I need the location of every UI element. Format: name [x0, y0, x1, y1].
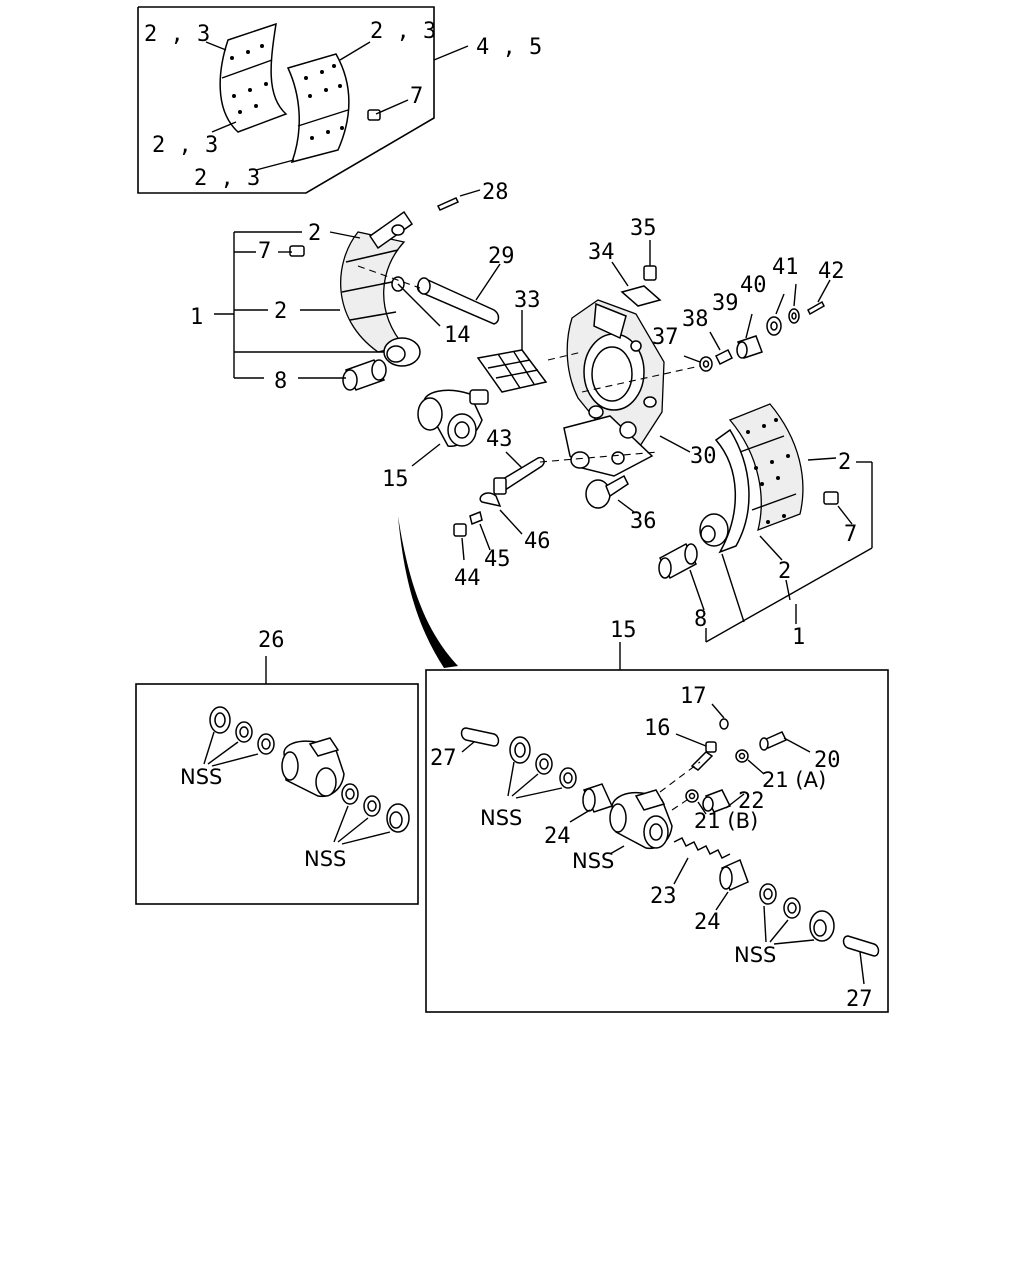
label-shoe-upper-7: 7: [258, 239, 271, 264]
label-spring-14: 14: [444, 323, 471, 348]
label-kit-nss-a: NSS: [180, 765, 222, 789]
label-bushing-39: 39: [712, 291, 739, 316]
label-bolt-35: 35: [630, 216, 657, 241]
label-washer-45: 45: [484, 547, 511, 572]
rod-hardware-group: [453, 451, 659, 561]
label-kit-nss-b: NSS: [304, 847, 346, 871]
label-washer-21b: 21 (B): [694, 809, 758, 833]
label-plunger-27-top: 27: [430, 746, 457, 771]
label-shoe-upper-2a: 2: [308, 221, 321, 246]
label-lining-bottom: 2 , 3: [194, 166, 260, 191]
label-kit-26: 26: [258, 628, 285, 653]
lining-inset: [137, 6, 469, 194]
label-rod-43: 43: [486, 427, 513, 452]
callout-labels: 2 , 3 2 , 3 4 , 5 7 2 , 3 2 , 3 28 2 7 1…: [144, 19, 873, 1012]
adjuster-hardware-group: [547, 279, 831, 393]
label-fitting-22: 22: [738, 789, 765, 814]
lining-left-part: [219, 22, 288, 133]
lining-right-part: [286, 53, 350, 164]
label-backplate-30: 30: [690, 444, 717, 469]
label-assy-nss-c: NSS: [734, 943, 776, 967]
label-piston-24-top: 24: [544, 824, 571, 849]
label-shoe-lower-8: 8: [694, 607, 707, 632]
lining-inset-frame: [137, 6, 435, 194]
label-shoe-upper-8: 8: [274, 369, 287, 394]
label-rivet-inset: 7: [410, 84, 423, 109]
label-washer-40: 40: [740, 273, 767, 298]
kit-26-box: [135, 656, 419, 905]
label-shoe-lower-2a: 2: [838, 450, 851, 475]
label-shoe-lower-2b: 2: [778, 559, 791, 584]
upper-shoe-part: [340, 231, 406, 353]
label-lining-group: 4 , 5: [476, 35, 542, 60]
anchor-pin-group: [357, 263, 501, 327]
assembly-15-box: [425, 642, 889, 1013]
label-lining-left-top: 2 , 3: [144, 22, 210, 47]
label-screw-17: 17: [680, 684, 707, 709]
label-washer-21a: 21 (A): [762, 768, 826, 792]
label-lining-left-bottom: 2 , 3: [152, 133, 218, 158]
lower-shoe-assembly: [658, 403, 873, 643]
backing-plate-group: [563, 299, 691, 477]
label-shoe-upper-1: 1: [190, 305, 203, 330]
spring-part: [673, 837, 731, 859]
label-assy-nss-a: NSS: [480, 806, 522, 830]
label-adjuster-36: 36: [630, 509, 657, 534]
label-cylinder-15: 15: [382, 467, 409, 492]
label-bolt-20: 20: [814, 748, 841, 773]
label-shoe-lower-7: 7: [844, 522, 857, 547]
label-washer-41: 41: [772, 255, 799, 280]
label-washer-37: 37: [652, 325, 679, 350]
wheel-cylinder-small: [411, 389, 489, 467]
label-clip-46: 46: [524, 529, 551, 554]
label-assy-15: 15: [610, 618, 637, 643]
label-shoe-lower-1: 1: [792, 625, 805, 650]
label-pad-33: 33: [514, 288, 541, 313]
pad-part: [476, 310, 548, 393]
label-bleeder-16: 16: [644, 716, 671, 741]
label-lining-right-top: 2 , 3: [370, 19, 436, 44]
label-plunger-27-bottom: 27: [846, 987, 873, 1012]
upper-shoe-assembly: [214, 189, 481, 391]
label-anchor-29: 29: [488, 244, 515, 269]
label-piston-24-bottom: 24: [694, 910, 721, 935]
label-spring-23: 23: [650, 884, 677, 909]
label-assy-nss-body: NSS: [572, 849, 614, 873]
adjuster-part: [585, 474, 635, 513]
label-pin-42: 42: [818, 259, 845, 284]
label-bolt-44: 44: [454, 566, 481, 591]
clip-bolt-group: [611, 240, 662, 307]
label-pin-28: 28: [482, 180, 509, 205]
label-spring-38: 38: [682, 307, 709, 332]
label-shoe-upper-2b: 2: [274, 299, 287, 324]
detail-pointer: [398, 516, 458, 668]
label-clip-34: 34: [588, 240, 615, 265]
